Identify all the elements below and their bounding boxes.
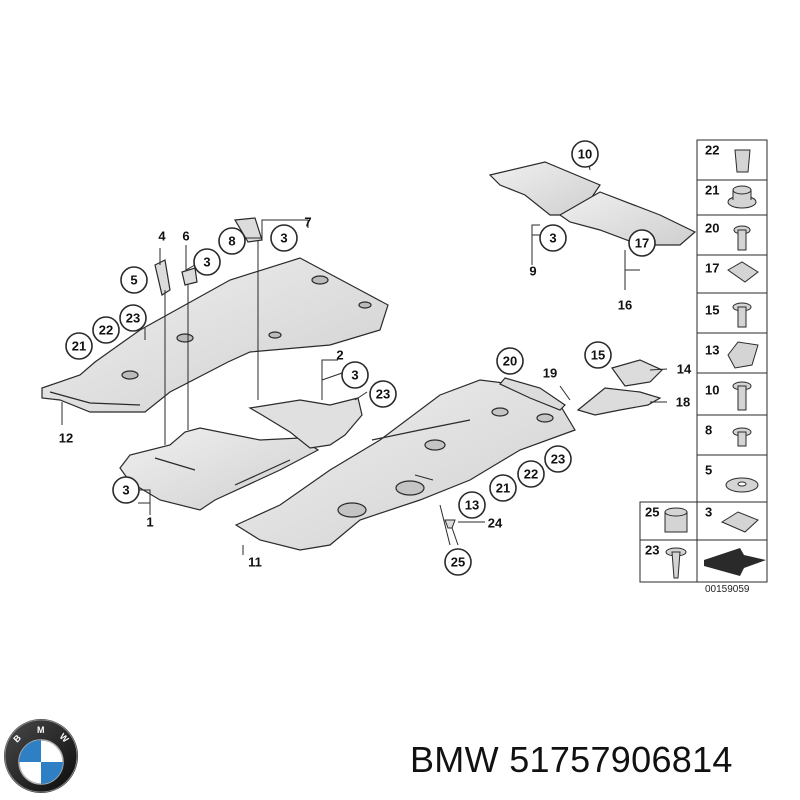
callout-circle <box>517 460 545 488</box>
bracket-19 <box>499 377 566 411</box>
brand-part-caption: BMW 51757906814 <box>410 735 790 785</box>
callout-label: 17 <box>635 236 649 251</box>
legend-label: 17 <box>705 261 719 276</box>
clip-22-icon <box>734 149 751 173</box>
callout-label: 23 <box>126 311 140 326</box>
nut-21-icon <box>727 185 757 209</box>
callout-label: 1 <box>146 515 153 530</box>
underbody-panel-12 <box>41 257 389 413</box>
callout-circle <box>539 224 567 252</box>
callout-circle <box>65 332 93 360</box>
callout-label: 23 <box>376 387 390 402</box>
legend-label: 13 <box>705 343 719 358</box>
callout-circle <box>120 266 148 294</box>
callout-circle <box>218 227 246 255</box>
callout-circle <box>112 476 140 504</box>
callout-label: 16 <box>618 298 632 313</box>
callout-label: 13 <box>465 498 479 513</box>
bolt-8-icon <box>732 427 752 447</box>
callout-circle <box>496 347 524 375</box>
clip-3-icon <box>720 511 759 533</box>
callout-label: 2 <box>336 348 343 363</box>
legend-label: 23 <box>645 543 659 558</box>
callout-circle <box>369 380 397 408</box>
callout-label: 20 <box>503 354 517 369</box>
bmw-logo: B M W <box>4 719 78 793</box>
legend-label: 3 <box>705 505 712 520</box>
underbody-panel-11 <box>234 379 576 551</box>
bolt-10-icon <box>732 381 752 411</box>
rear-panel-16 <box>558 191 697 246</box>
callout-label: 23 <box>551 452 565 467</box>
callout-label: 22 <box>524 467 538 482</box>
screw-15-icon <box>732 302 752 328</box>
callout-circle <box>444 548 472 576</box>
clip-17-icon <box>727 261 759 283</box>
screw-24 <box>444 519 456 529</box>
callout-circle <box>628 229 656 257</box>
callout-circle <box>489 474 517 502</box>
legend-label: 10 <box>705 383 719 398</box>
callout-label: 21 <box>72 339 86 354</box>
callout-label: 11 <box>248 555 262 570</box>
callout-label: 3 <box>549 231 556 246</box>
legend-label: 25 <box>645 505 659 520</box>
callout-label: 21 <box>496 481 510 496</box>
bracket-4 <box>154 259 171 296</box>
callout-label: 18 <box>676 395 690 410</box>
part-number: 51757906814 <box>509 739 733 780</box>
legend-label: 21 <box>705 183 719 198</box>
callout-label: 25 <box>451 555 465 570</box>
callout-label: 10 <box>578 147 592 162</box>
brand-name: BMW <box>410 739 499 780</box>
callout-label: 4 <box>158 229 166 244</box>
callout-label: 3 <box>122 483 129 498</box>
callout-label: 6 <box>182 229 189 244</box>
legend-label: 5 <box>705 463 712 478</box>
callout-label: 3 <box>280 231 287 246</box>
callout-circle <box>571 140 599 168</box>
callout-label: 8 <box>228 234 235 249</box>
clip-13-icon <box>727 341 759 369</box>
screw-23-icon <box>665 547 687 579</box>
callout-label: 24 <box>488 516 503 531</box>
legend-label: 15 <box>705 303 719 318</box>
callout-label: 12 <box>59 431 73 446</box>
diagram-code: 00159059 <box>705 584 750 595</box>
svg-text:M: M <box>37 725 45 735</box>
callout-label: 3 <box>351 368 358 383</box>
washer-5-icon <box>725 477 759 493</box>
callout-circle <box>119 304 147 332</box>
callout-label: 22 <box>99 323 113 338</box>
callout-circle <box>270 224 298 252</box>
fastener-legend <box>639 139 768 583</box>
callout-label: 3 <box>203 255 210 270</box>
nut-25-icon <box>664 507 688 533</box>
bracket-2 <box>248 397 363 449</box>
rivet-20-icon <box>733 225 751 251</box>
callout-circles <box>65 140 656 576</box>
callout-circle <box>544 445 572 473</box>
bracket-14 <box>611 359 664 387</box>
callout-circle <box>341 361 369 389</box>
callout-circle <box>584 341 612 369</box>
legend-label: 20 <box>705 221 719 236</box>
callout-label: 9 <box>529 264 536 279</box>
callout-label: 5 <box>130 273 137 288</box>
bracket-6 <box>181 267 198 286</box>
callout-label: 15 <box>591 348 605 363</box>
legend-label: 22 <box>705 143 719 158</box>
direction-arrow-icon <box>704 548 766 576</box>
leader-lines <box>61 158 668 555</box>
callout-label: 7 <box>304 215 311 230</box>
bracket-18 <box>576 387 662 416</box>
callout-label: 14 <box>677 362 692 377</box>
callout-circle <box>193 248 221 276</box>
legend-label: 8 <box>705 423 712 438</box>
fastener-icons <box>664 149 759 579</box>
callout-circle <box>458 491 486 519</box>
callout-label: 19 <box>543 366 557 381</box>
callout-circle <box>92 316 120 344</box>
